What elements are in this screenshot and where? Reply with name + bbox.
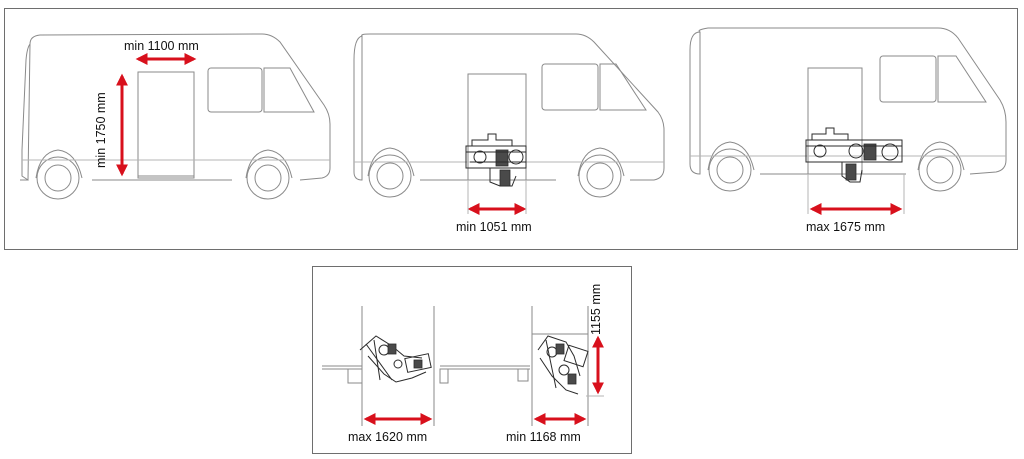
van-3-width-arrow (807, 174, 905, 215)
van-1-height-label: min 1750 mm (94, 92, 108, 168)
van-1-outline (20, 33, 331, 200)
van-2-width-label: min 1051 mm (456, 220, 532, 234)
bottom-right-lift-mechanism (537, 335, 589, 395)
bottom-left-doorway (322, 306, 530, 426)
van-2-width-arrow (467, 180, 527, 215)
bottom-right-width-label: min 1168 mm (506, 430, 581, 444)
bottom-right-height-label: 1155 mm (589, 283, 603, 335)
van-2-lift-mechanism (465, 133, 527, 187)
van-3-lift-mechanism (805, 127, 903, 183)
van-3-outline (689, 27, 1007, 192)
van-2-outline (353, 33, 665, 198)
van-3-width-label: max 1675 mm (806, 220, 886, 234)
van-1-width-label: min 1100 mm (124, 39, 199, 53)
bottom-left-width-label: max 1620 mm (348, 430, 428, 444)
bottom-right-doorway (531, 306, 604, 426)
bottom-left-lift-mechanism (359, 335, 432, 383)
